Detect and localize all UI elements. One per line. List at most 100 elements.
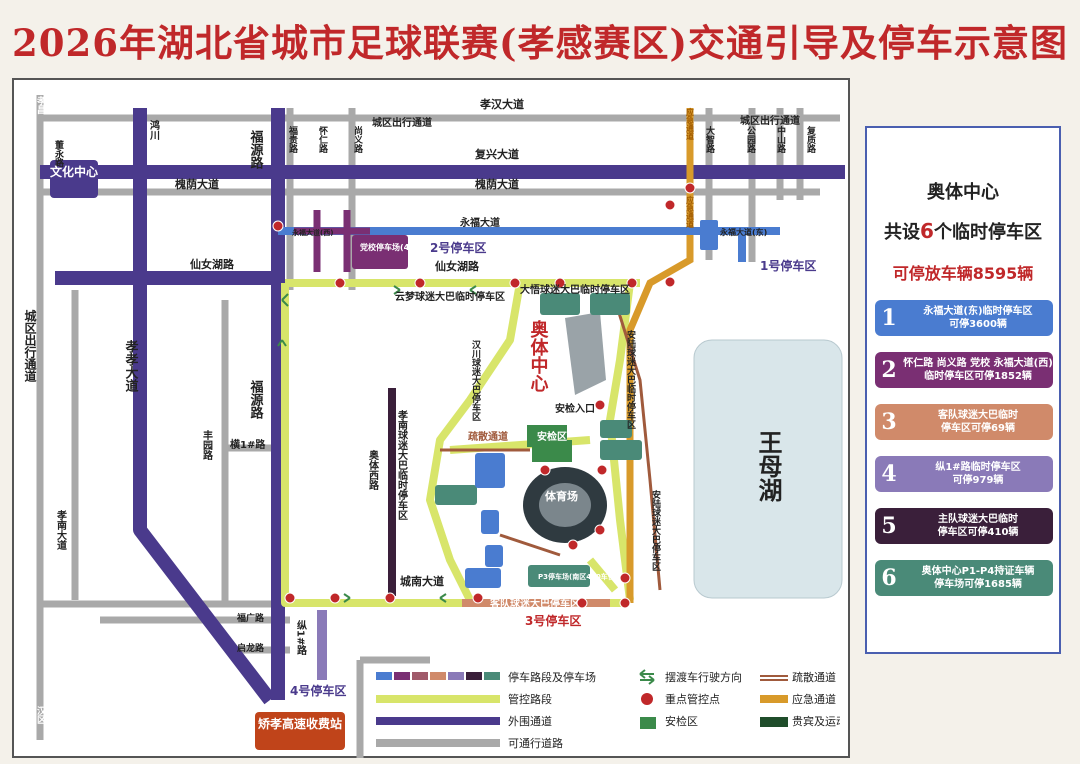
label-xiannvhu-left: 仙女湖路 (190, 257, 235, 271)
label-xiaonan-bus: 孝南球迷大巴临时停车区 (396, 409, 409, 520)
zone-line2: 停车区可停69辆 (941, 423, 1015, 434)
label-fuyuan-mid: 福源路 (248, 379, 265, 419)
zone-line2: 停车区可停410辆 (937, 527, 1019, 538)
legend-control-point: 重点管控点 (665, 692, 720, 706)
zone-num: 4 (881, 461, 897, 487)
zone-line1: 客队球迷大巴临时 (938, 410, 1018, 421)
zone-line2: 可停979辆 (952, 475, 1004, 486)
label-dangxiao-parking: 党校停车场(490车位) (360, 242, 440, 252)
legend-outer-road: 外围通道 (508, 714, 552, 728)
wangmu-lake (693, 339, 843, 599)
info-panel: 奥体中心 共设6个临时停车区 可停放车辆8595辆 1 永福大道(东)临时停车区… (865, 126, 1061, 654)
label-security-zone: 安检区 (537, 430, 567, 443)
label-huairen: 怀仁路 (317, 125, 328, 154)
legend-security-swatch (640, 717, 656, 729)
label-emergency-mid: 应急通道 (686, 195, 695, 229)
info-heading-pre: 共设 (884, 222, 921, 243)
parking-lots (435, 293, 642, 587)
label-xiaohan-road: 孝汉大道 (479, 97, 524, 111)
legend-controlled-road: 管控路段 (508, 692, 552, 706)
legend-shuttle-icon (639, 669, 655, 685)
zone-line1: 纵1#路临时停车区 (935, 462, 1021, 473)
label-toll-station: 矫孝高速收费站 (258, 716, 342, 731)
label-qilong-road: 启龙路 (237, 642, 265, 654)
label-zone1: 1号停车区 (760, 258, 816, 273)
legend-outer-swatch (376, 717, 500, 725)
label-zone2: 2号停车区 (430, 240, 486, 255)
zone-num: 3 (881, 409, 897, 435)
label-emergency-top: 应急通道 (686, 107, 695, 141)
culture-center-box (50, 160, 98, 198)
zone-line1: 永福大道(东)临时停车区 (923, 306, 1033, 317)
label-zone3: 3号停车区 (525, 613, 581, 628)
zone-line2: 临时停车区可停1852辆 (924, 371, 1032, 382)
label-fuxing-road: 复兴大道 (474, 147, 519, 161)
info-heading-aoti: 奥体中心 (927, 182, 999, 203)
zone-line1: 主队球迷大巴临时 (938, 514, 1018, 525)
legend-passable-swatch (376, 739, 500, 747)
label-fugui: 福贵路 (287, 125, 299, 154)
shuttle-direction-arrows (277, 285, 477, 603)
label-hanqu: 汉区 (35, 705, 46, 724)
aoti-small-lots (465, 220, 718, 588)
label-aoti-center: 奥体中心 (528, 319, 549, 392)
label-anlu-bus-low: 安陆球迷大巴停车区 (650, 489, 662, 571)
legend-swatches-parking (376, 672, 500, 680)
zone-num: 2 (881, 357, 897, 383)
label-heng1-road: 横1#路 (230, 438, 266, 451)
legend-emergency-swatch (760, 695, 788, 703)
zone-card-3: 3 客队球迷大巴临时停车区可停69辆 (875, 404, 1053, 440)
label-fengyuan-road: 丰园路 (201, 429, 213, 461)
legend-vip-swatch (760, 717, 788, 727)
label-xiaochang: 孝昌 (35, 95, 47, 115)
label-xiaonan-road: 孝南大道 (55, 509, 68, 551)
legend-shuttle-dir: 摆渡车行驶方向 (665, 670, 742, 684)
label-chengqu-exit-left: 城区出行通道 (23, 309, 37, 383)
legend-security: 安检区 (665, 714, 698, 728)
label-chengqu-exit-right: 城区出行通道 (740, 114, 800, 127)
label-hanchuan-bus: 汉川球迷大巴停车区 (470, 339, 482, 421)
zone-line1: 奥体中心P1-P4持证车辆 (921, 566, 1035, 577)
label-xiannvhu-right: 仙女湖路 (435, 259, 480, 273)
control-points (272, 182, 696, 609)
label-anlu-bus: 安陆球迷大巴临时停车区 (625, 329, 637, 429)
legend-vip-entry: 贵宾及运动员入口 (792, 714, 840, 728)
label-shangyi: 尚义路 (352, 125, 364, 154)
label-wangmu-lake: 王母湖 (754, 430, 782, 503)
label-chengqu-exit-top: 城区出行通道 (372, 116, 432, 129)
page-title: 2026年湖北省城市足球联赛(孝感赛区)交通引导及停车示意图 (12, 21, 1068, 65)
label-stadium: 体育场 (545, 489, 578, 503)
label-culture-center: 文化中心 (50, 164, 98, 179)
label-zong1-road: 纵1#路 (295, 619, 307, 656)
label-fuyuan-top: 福源路 (248, 129, 265, 169)
label-dawu-bus: 大悟球迷大巴临时停车区 (520, 283, 630, 296)
label-aoti-west: 奥体西路 (367, 449, 379, 491)
legend-control-point-icon (641, 693, 653, 705)
label-dazhi: 大智路 (704, 125, 715, 154)
legend-passable-road: 可通行道路 (508, 736, 563, 750)
zone-num: 5 (881, 513, 897, 539)
label-fuguang-road: 福广路 (236, 612, 265, 624)
label-evacuation: 疏散通道 (468, 430, 508, 443)
gymnasium-building (565, 312, 606, 395)
info-capacity: 可停放车辆8595辆 (892, 264, 1034, 283)
zone-card-4: 4 纵1#路临时停车区可停979辆 (875, 456, 1053, 492)
dangxiao-parking-lot (352, 235, 408, 269)
info-heading-post: 个临时停车区 (933, 222, 1042, 243)
label-zhongshan: 中山路 (775, 125, 786, 154)
label-yunmeng-bus: 云梦球迷大巴临时停车区 (395, 290, 505, 303)
evacuation-routes (440, 299, 662, 591)
emergency-route (626, 108, 694, 603)
label-security-entry: 安检入口 (555, 402, 595, 415)
label-chengnan-road: 城南大道 (400, 574, 444, 588)
outer-roads (40, 108, 845, 705)
zone-line1: 怀仁路 尚义路 党校 永福大道(西) (903, 358, 1053, 369)
parking-roads-purple (294, 210, 370, 272)
zone-card-5: 5 主队球迷大巴临时停车区可停410辆 (875, 508, 1053, 544)
info-heading-zones: 共设6个临时停车区 (867, 218, 1059, 244)
label-yongfu-road: 永福大道 (459, 216, 500, 229)
zone-line2: 停车场可停1685辆 (934, 579, 1022, 590)
toll-station-box (255, 712, 345, 750)
zone-line2: 可停3600辆 (949, 319, 1007, 330)
